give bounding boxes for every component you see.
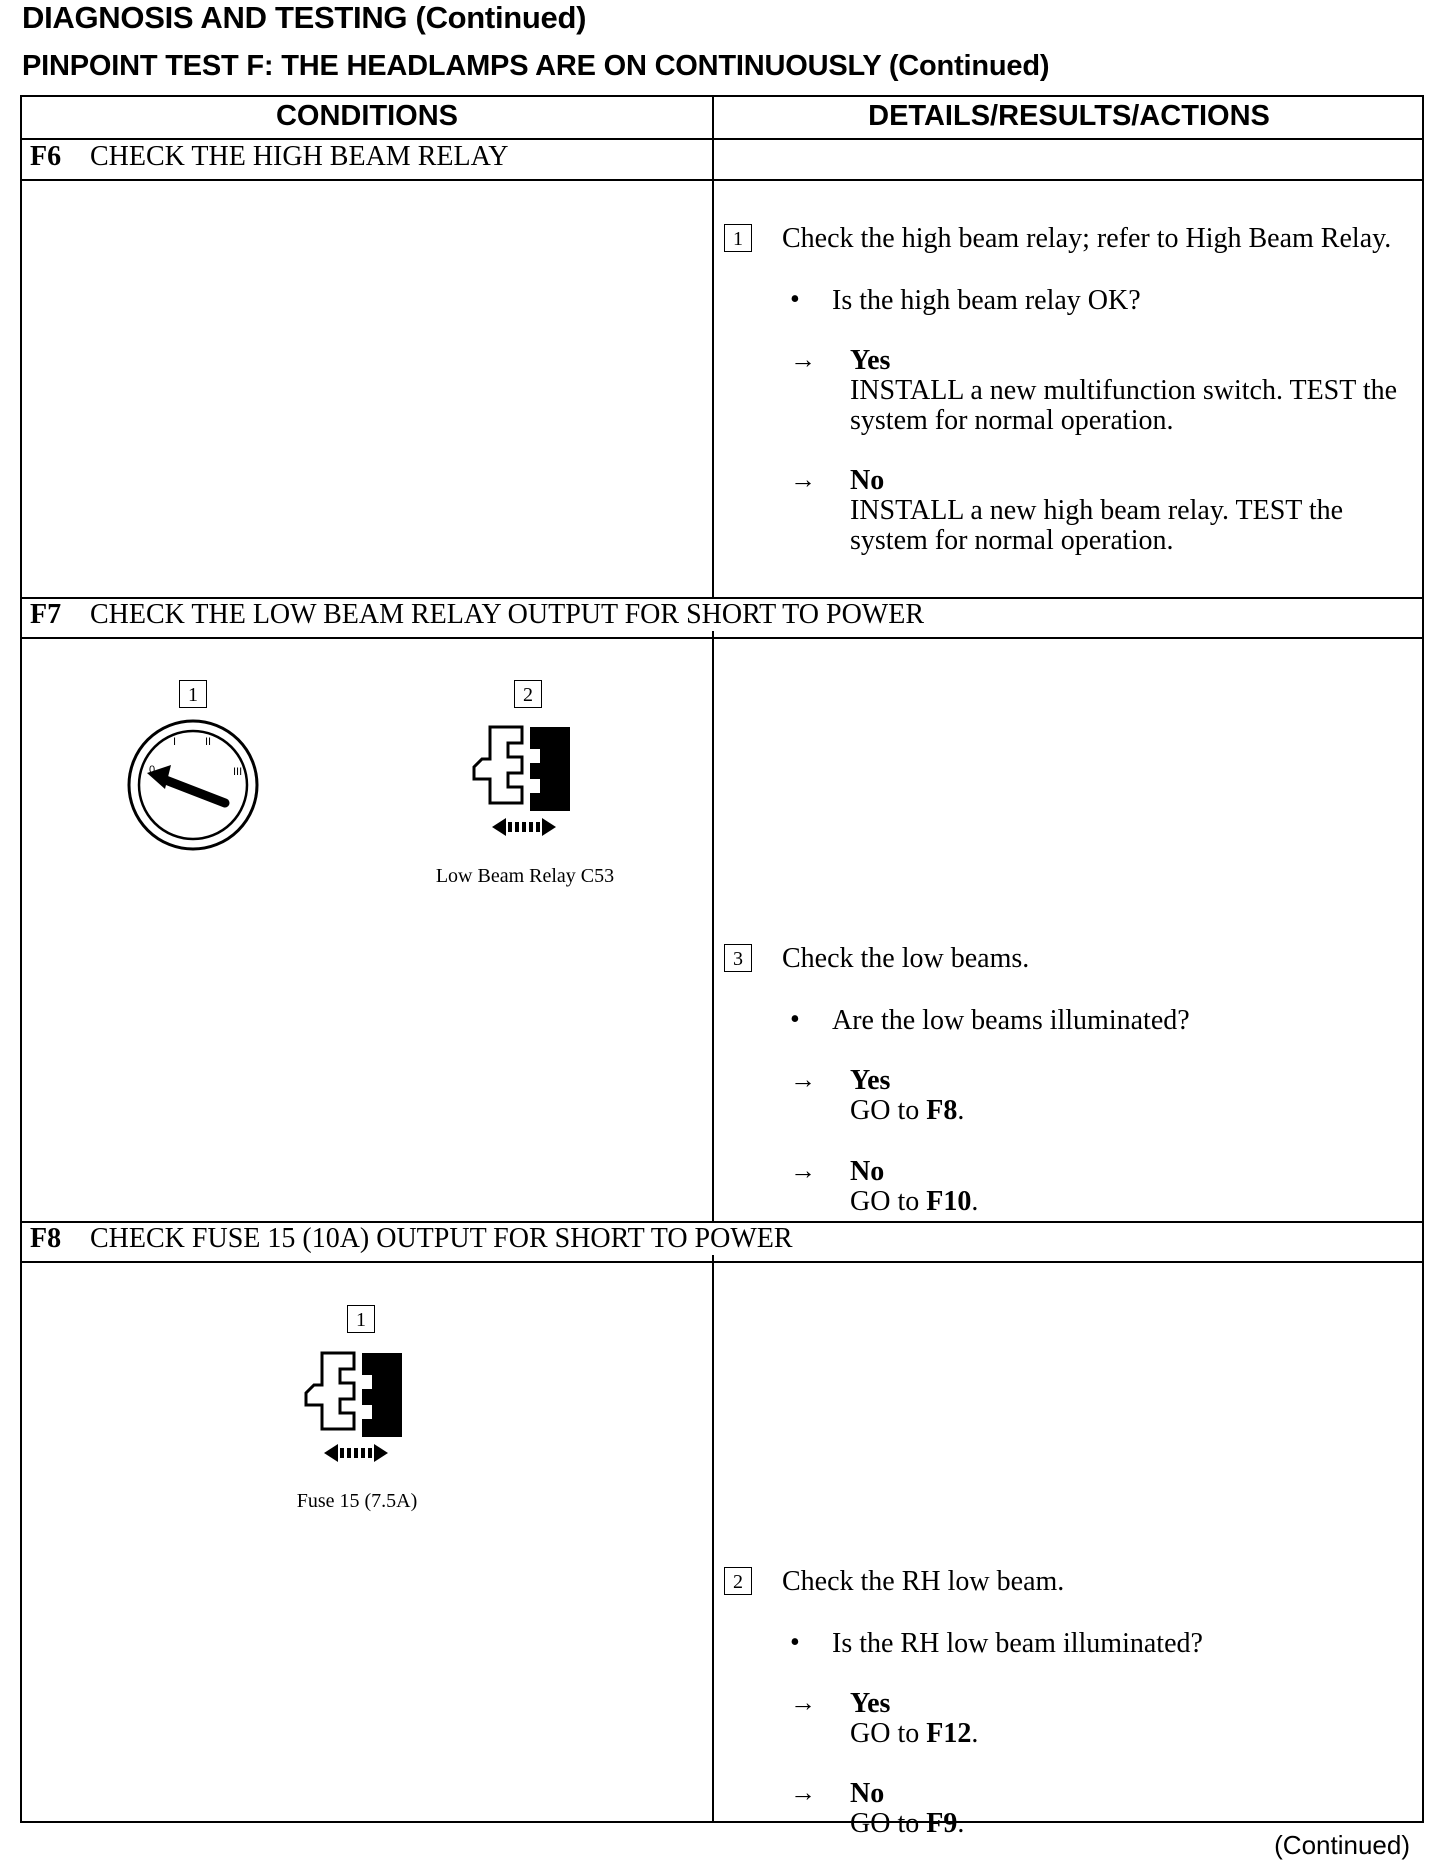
step-header-f6: F6 CHECK THE HIGH BEAM RELAY [30,141,508,173]
no-label: No [850,1778,885,1809]
go-to-text: GO to [850,1808,927,1839]
yes-action: INSTALL a new multifunction switch. TEST… [850,375,1398,436]
figure-caption: Low Beam Relay C53 [435,865,615,887]
arrow-icon: → [790,1156,816,1185]
yes-result: Yes INSTALL a new multifunction switch. … [850,346,1420,436]
no-label: No [850,1156,885,1187]
step-title: CHECK FUSE 15 (10A) OUTPUT FOR SHORT TO … [90,1223,793,1254]
svg-text:III: III [233,766,242,778]
ignition-switch-icon: 0 I II III [127,719,259,851]
row-rule [22,597,1422,599]
arrow-icon: → [790,1065,816,1094]
yes-result: Yes GO to F8. [850,1066,1420,1126]
row-rule [22,1261,1422,1263]
no-result: No GO to F9. [850,1779,1420,1839]
arrow-icon: → [790,1688,816,1717]
row-rule [22,1221,1422,1223]
period: . [971,1718,979,1749]
row-rule [22,179,1422,181]
go-to-step: F12 [926,1718,972,1749]
no-action: INSTALL a new high beam relay. TEST the … [850,495,1344,556]
period: . [957,1808,965,1839]
connector-icon [472,725,570,836]
svg-text:0: 0 [149,764,155,776]
column-header-details: DETAILS/RESULTS/ACTIONS [868,100,1270,132]
column-divider [712,97,714,1823]
arrow-icon: → [790,465,816,494]
test-title: PINPOINT TEST F: THE HEADLAMPS ARE ON CO… [22,50,1050,82]
step-question: Is the high beam relay OK? [832,285,1141,316]
go-to-step: F9 [926,1808,958,1839]
svg-text:I: I [173,736,176,748]
figure-number-box: 2 [514,680,542,708]
bullet-icon: • [790,1004,800,1035]
step-id: F6 [30,141,62,172]
go-to-text: GO to [850,1095,927,1126]
header-rule [22,138,1422,140]
figure-number-box: 1 [179,680,207,708]
fuse-connector-icon [304,1351,402,1462]
no-result: No INSTALL a new high beam relay. TEST t… [850,466,1420,556]
figure-caption: Fuse 15 (7.5A) [296,1490,418,1512]
step-question: Is the RH low beam illuminated? [832,1628,1203,1659]
step-instruction: Check the high beam relay; refer to High… [782,223,1392,254]
step-title: CHECK THE HIGH BEAM RELAY [90,141,509,172]
yes-label: Yes [850,1688,891,1719]
step-instruction: Check the RH low beam. [782,1566,1065,1597]
step-number-box: 1 [724,224,752,252]
arrow-icon: → [790,1778,816,1807]
go-to-step: F10 [926,1186,972,1217]
continued-footer: (Continued) [1274,1830,1410,1860]
step-header-f8: F8 CHECK FUSE 15 (10A) OUTPUT FOR SHORT T… [30,1223,797,1255]
bullet-icon: • [790,284,800,315]
column-header-conditions: CONDITIONS [275,100,459,132]
step-number-box: 2 [724,1567,752,1595]
no-result: No GO to F10. [850,1157,1420,1217]
bullet-icon: • [790,1627,800,1658]
step-number-box: 3 [724,944,752,972]
go-to-text: GO to [850,1718,927,1749]
figure-number-box: 1 [347,1305,375,1333]
yes-label: Yes [850,345,891,376]
page-title: DIAGNOSIS AND TESTING (Continued) [22,0,587,35]
period: . [971,1186,979,1217]
step-question: Are the low beams illuminated? [832,1005,1190,1036]
yes-result: Yes GO to F12. [850,1689,1420,1749]
step-header-f7: F7 CHECK THE LOW BEAM RELAY OUTPUT FOR SH… [30,599,928,631]
step-instruction: Check the low beams. [782,943,1030,974]
go-to-text: GO to [850,1186,927,1217]
step-id: F7 [30,599,62,630]
svg-text:II: II [205,736,211,748]
step-id: F8 [30,1223,62,1254]
arrow-icon: → [790,345,816,374]
period: . [957,1095,965,1126]
no-label: No [850,465,885,496]
go-to-step: F8 [926,1095,958,1126]
step-title: CHECK THE LOW BEAM RELAY OUTPUT FOR SHOR… [90,599,924,630]
row-rule [22,637,1422,639]
yes-label: Yes [850,1065,891,1096]
